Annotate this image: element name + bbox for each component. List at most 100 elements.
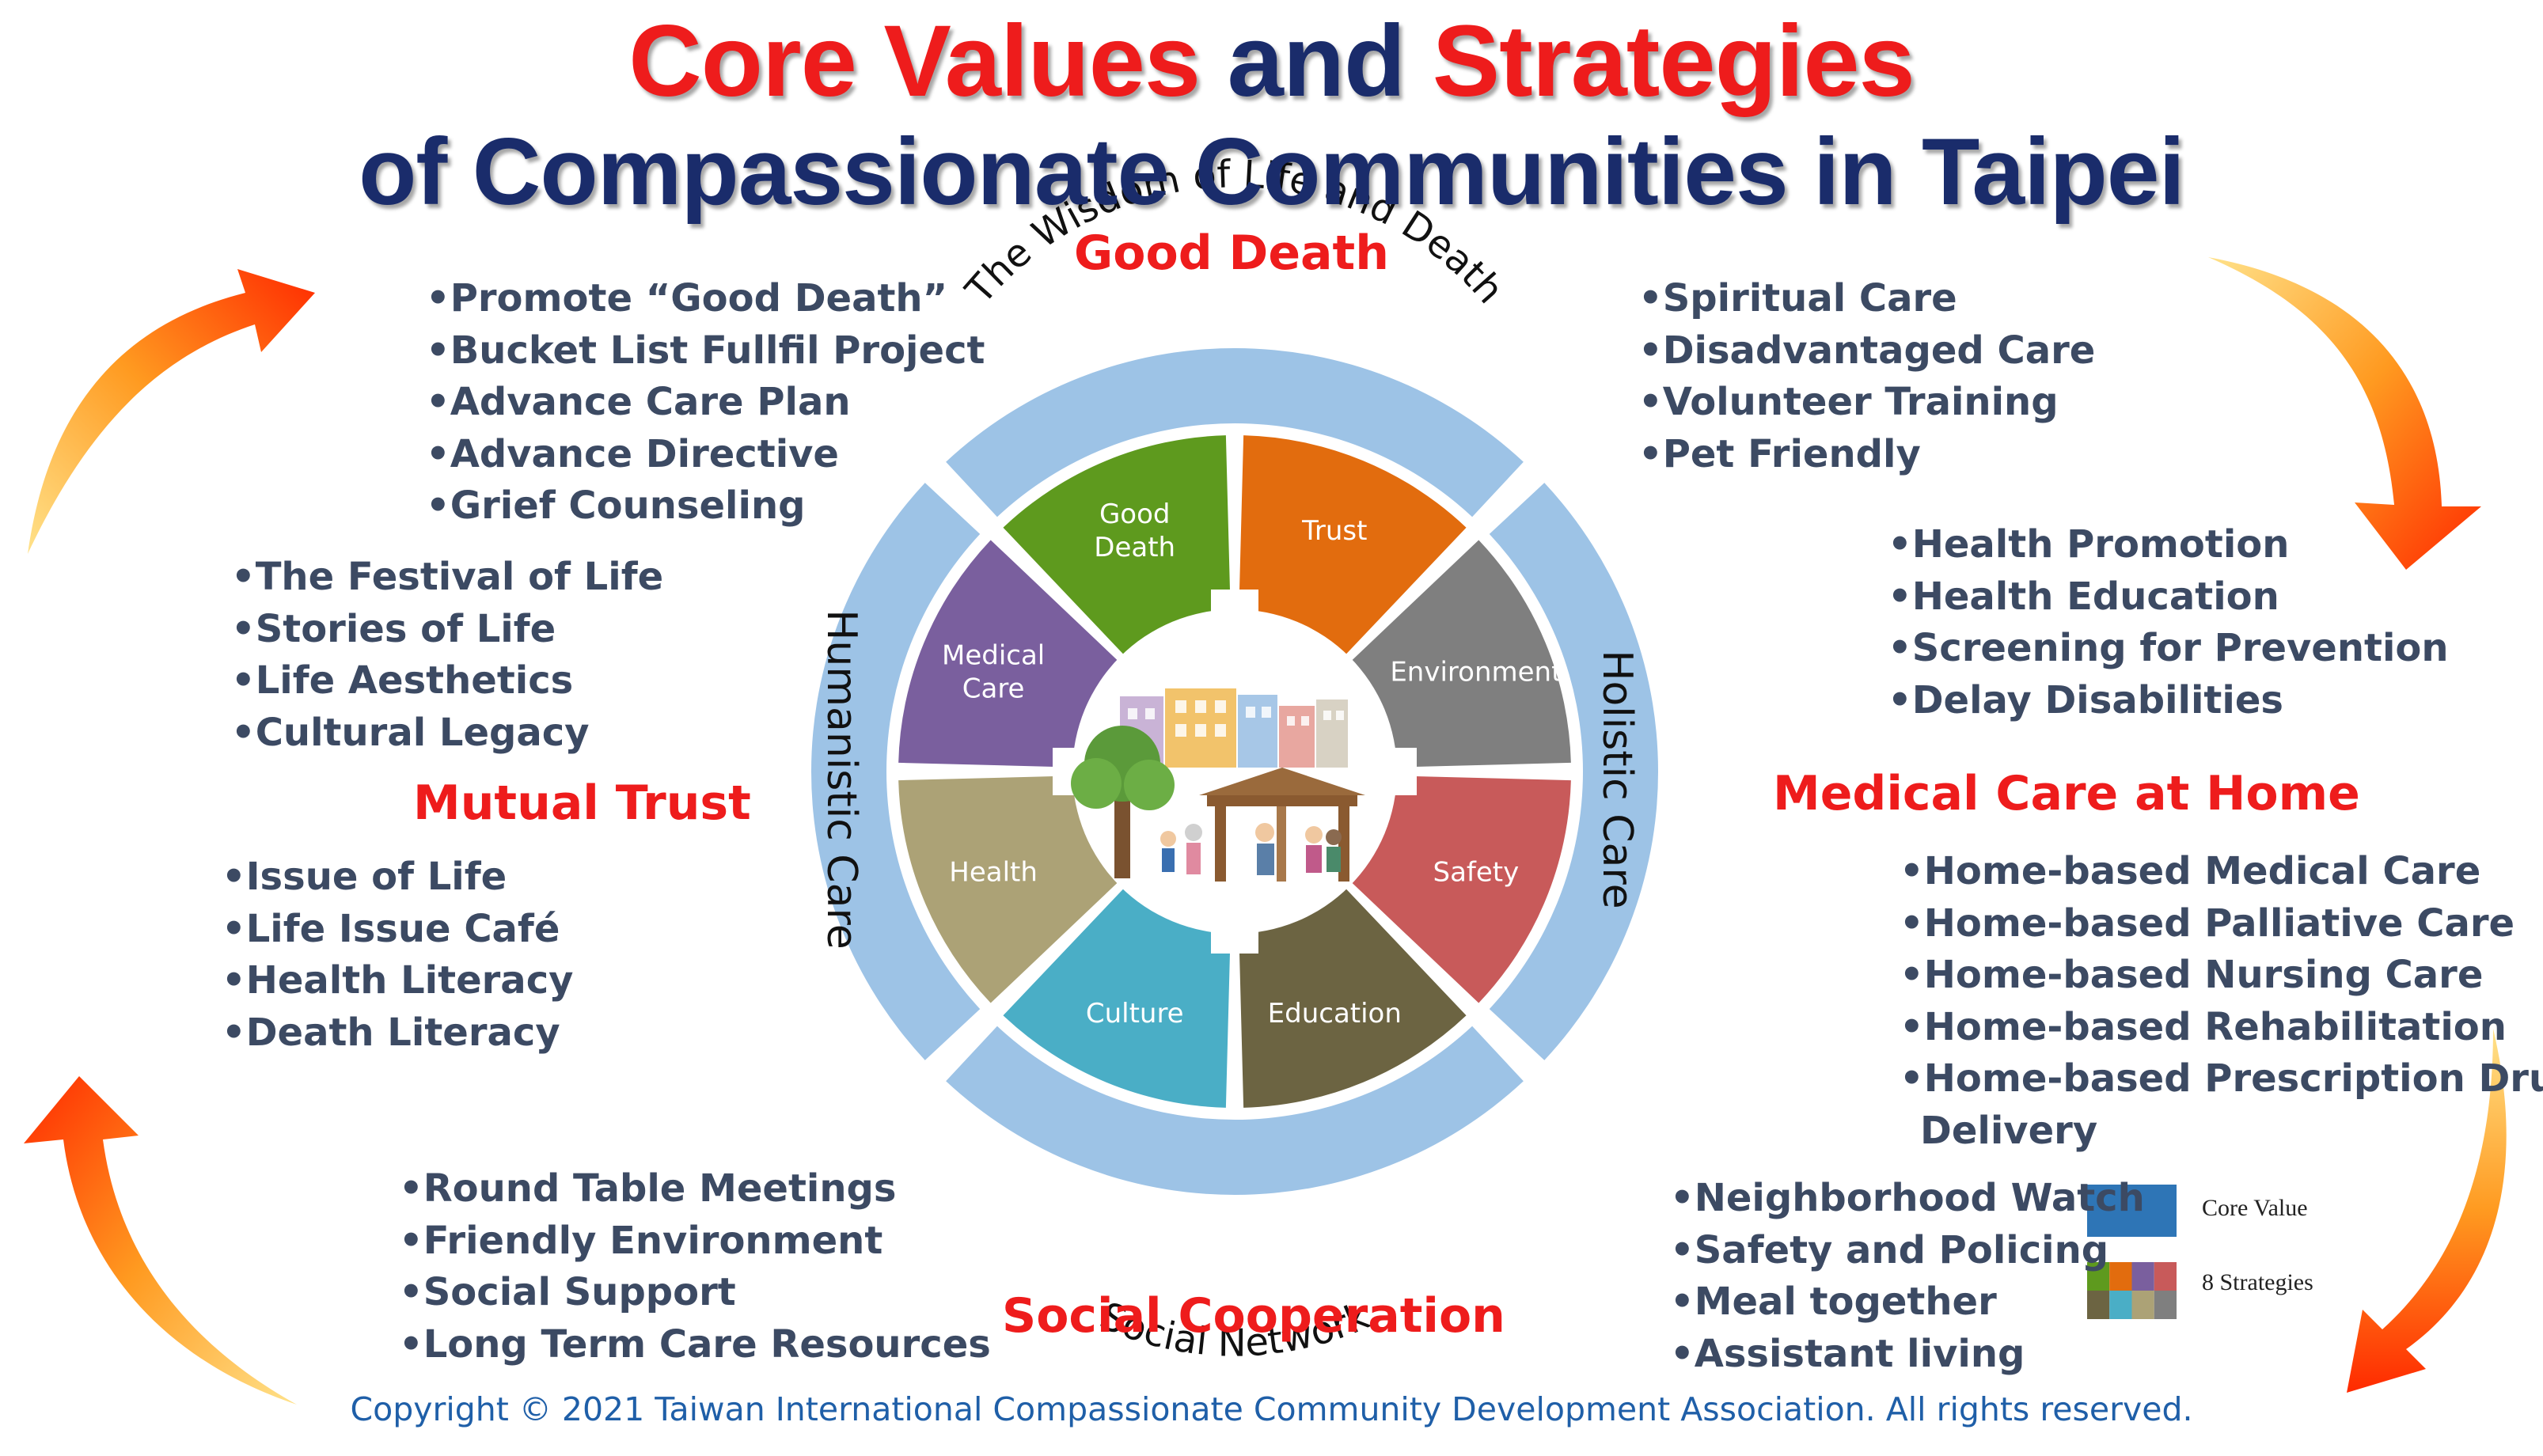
list-item: Home-based Rehabilitation — [1900, 1002, 2543, 1054]
sector-label-line: Culture — [1086, 998, 1184, 1029]
value-mutual-trust: Mutual Trust — [413, 775, 751, 831]
sector-label: Environment — [1390, 657, 1562, 688]
copyright-notice: Copyright © 2021 Taiwan International Co… — [350, 1390, 2193, 1428]
list-item: Home-based Palliative Care — [1900, 898, 2543, 950]
list-item: Bucket List Fullfil Project — [426, 325, 985, 377]
list-item: Health Education — [1888, 571, 2449, 624]
list-item: Meal together — [1670, 1276, 2145, 1329]
legend-strategy-cell — [2154, 1291, 2177, 1319]
culture-list: The Festival of Life Stories of Life Lif… — [231, 552, 663, 759]
strategy-sector — [1349, 540, 1571, 768]
title-and: and — [1200, 5, 1433, 118]
sector-label: Trust — [1301, 515, 1367, 547]
title-line-2: of Compassionate Communities in Taipei — [359, 119, 2185, 225]
strategy-sector — [1349, 775, 1571, 1003]
list-item: Cultural Legacy — [231, 707, 663, 760]
value-medical-care-home: Medical Care at Home — [1773, 766, 2360, 821]
sector-label-line: Education — [1268, 998, 1402, 1029]
sector-label-line: Health — [949, 856, 1038, 888]
pavilion-icon — [1199, 768, 1365, 882]
sector-label-line: Trust — [1301, 515, 1367, 547]
list-item: Long Term Care Resources — [399, 1319, 991, 1371]
list-item: Home-based Prescription Drug — [1900, 1053, 2543, 1105]
home-care-list: Home-based Medical Care Home-based Palli… — [1900, 846, 2543, 1157]
ring-label-right: Holistic Care — [1593, 650, 1641, 908]
strategy-sector — [1003, 435, 1231, 657]
list-item: Health Promotion — [1888, 519, 2449, 571]
list-item: Volunteer Training — [1638, 377, 2095, 429]
ring-segment — [1489, 483, 1658, 1060]
sector-label: Culture — [1086, 998, 1184, 1029]
sector-label-line: Environment — [1390, 657, 1562, 688]
title-core-values: Core Values — [628, 5, 1201, 118]
social-list: Round Table Meetings Friendly Environmen… — [399, 1163, 991, 1371]
ring-label-left: Humanistic Care — [818, 609, 865, 949]
sector-label-line: Good — [1099, 499, 1171, 530]
good-death-list: Promote “Good Death” Bucket List Fullfil… — [426, 273, 985, 533]
legend-strategy-cell — [2154, 1262, 2177, 1291]
list-item: Issue of Life — [222, 851, 573, 904]
list-item: Life Aesthetics — [231, 655, 663, 707]
sector-label: Education — [1268, 998, 1402, 1029]
list-item: Grief Counseling — [426, 480, 985, 533]
cycle-arrow-top-right — [2208, 257, 2481, 570]
trust-care-list: Spiritual Care Disadvantaged Care Volunt… — [1638, 273, 2096, 481]
list-item: Stories of Life — [231, 604, 663, 656]
strategy-sector — [1239, 435, 1467, 657]
list-item: Home-based Nursing Care — [1900, 950, 2543, 1002]
list-item: Pet Friendly — [1638, 429, 2095, 481]
list-item: Disadvantaged Care — [1638, 325, 2096, 377]
value-social-cooperation: Social Cooperation — [1002, 1288, 1505, 1344]
list-item: Home-based Medical Care — [1900, 846, 2543, 898]
list-item: Assistant living — [1670, 1329, 2145, 1381]
title-line-1: Core Values and Strategies — [0, 6, 2543, 117]
legend-core-value-label: Core Value — [2202, 1195, 2308, 1221]
list-item: Advance Care Plan — [426, 377, 985, 429]
strategy-sector — [1239, 886, 1467, 1108]
outer-ring — [810, 347, 1658, 1195]
list-item: Life Issue Café — [222, 904, 573, 956]
list-item: Social Support — [399, 1267, 991, 1319]
tree-icon — [1071, 726, 1175, 878]
community-illustration — [1053, 590, 1417, 954]
strategy-sector — [898, 540, 1120, 768]
list-item: Spiritual Care — [1638, 273, 2095, 325]
list-item: Screening for Prevention — [1888, 623, 2449, 675]
list-item: Safety and Policing — [1670, 1225, 2145, 1277]
trust-literacy-list: Issue of Life Life Issue Café Health Lit… — [222, 851, 574, 1060]
sector-label-line: Medical — [942, 640, 1045, 672]
sector-label-line: Care — [962, 673, 1025, 705]
list-item: Promote “Good Death” — [426, 273, 985, 325]
sector-label: Health — [949, 856, 1038, 888]
ring-segment — [810, 483, 981, 1060]
list-item: Death Literacy — [222, 1007, 573, 1060]
list-item: Round Table Meetings — [399, 1163, 991, 1215]
list-item: The Festival of Life — [231, 552, 663, 604]
value-good-death: Good Death — [1074, 226, 1389, 281]
list-item: Health Literacy — [222, 955, 574, 1007]
cycle-arrow-bottom-right — [2347, 1029, 2507, 1393]
cycle-arrow-top-left — [28, 269, 315, 554]
title-strategies: Strategies — [1432, 5, 1915, 118]
ring-segment — [946, 347, 1524, 518]
list-item: Advance Directive — [426, 429, 985, 481]
strategy-sector — [898, 775, 1120, 1003]
list-item: Friendly Environment — [399, 1215, 991, 1268]
strategy-sector — [1003, 886, 1231, 1108]
list-item-continuation: Delivery — [1920, 1108, 2098, 1153]
legend-strategies-label: 8 Strategies — [2202, 1269, 2313, 1295]
list-item: Neighborhood Watch — [1670, 1173, 2145, 1225]
sector-label-line: Safety — [1433, 856, 1519, 888]
people-icon — [1160, 823, 1342, 875]
sector-label: Safety — [1433, 856, 1519, 888]
ring-segment — [946, 1026, 1524, 1195]
safety-list: Neighborhood Watch Safety and Policing M… — [1670, 1173, 2145, 1380]
list-item: Delay Disabilities — [1888, 675, 2449, 727]
health-list: Health Promotion Health Education Screen… — [1888, 519, 2449, 726]
cycle-arrow-bottom-left — [24, 1076, 297, 1405]
sector-label-line: Death — [1094, 532, 1175, 563]
